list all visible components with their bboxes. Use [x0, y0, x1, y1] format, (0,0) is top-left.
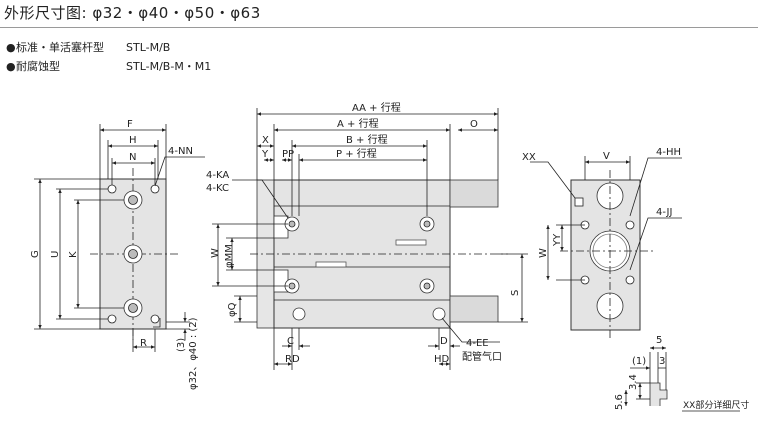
dim-V: V: [603, 151, 610, 162]
dim-4-KC: 4-KC: [206, 183, 229, 194]
port-label: 配管气口: [462, 350, 502, 363]
legend-label: 标准・单活塞杆型: [16, 41, 104, 54]
dim-S: S: [510, 290, 521, 296]
dim-W: W: [210, 248, 221, 258]
dim-R: R: [140, 338, 147, 349]
side-view: [250, 179, 508, 329]
dim-K: K: [68, 251, 79, 258]
dim-MM: φMM: [224, 244, 235, 268]
port-view: [560, 170, 655, 340]
dim-A: A + 行程: [337, 117, 379, 130]
dim-HD: HD: [434, 354, 450, 365]
dim-D: D: [440, 336, 448, 347]
dim-4-NN: 4-NN: [168, 146, 193, 157]
dim-W-right: W: [538, 248, 549, 258]
dim-C: C: [287, 336, 294, 347]
dim-B: B + 行程: [346, 133, 388, 146]
dim-N: N: [129, 152, 136, 163]
dim-X: X: [262, 135, 269, 146]
dim-XX: XX: [522, 152, 536, 163]
dim-3: (3): [176, 338, 187, 352]
dim-4-HH: 4-HH: [656, 147, 681, 158]
dim-P: P + 行程: [336, 147, 377, 160]
legend-item-corrosion: ●耐腐蚀型 STL-M/B-M・M1: [6, 58, 211, 74]
dim-AA: AA + 行程: [352, 101, 401, 114]
bullet: ●: [6, 60, 16, 73]
dim-4-KA: 4-KA: [206, 170, 229, 181]
detail-title: XX部分详细尺寸: [683, 399, 749, 411]
end-view: [90, 168, 178, 340]
legend-label: 耐腐蚀型: [16, 60, 60, 73]
dim-U: U: [50, 251, 61, 258]
title-rule: [0, 27, 758, 28]
dim-YY: YY: [552, 233, 563, 247]
dim-3-detail: 3: [659, 356, 665, 367]
dim-F: F: [127, 119, 133, 130]
detail-xx: [624, 346, 740, 412]
dim-G: G: [30, 250, 41, 258]
dim-Q: φQ: [227, 302, 238, 317]
dim-RD: RD: [285, 354, 300, 365]
dim-1: (1): [632, 356, 646, 367]
dim-4-JJ: 4-JJ: [656, 207, 672, 218]
dim-O: O: [470, 119, 478, 130]
bore-note: φ32、φ40 : (2): [188, 317, 199, 390]
page-title: 外形尺寸图: φ32・φ40・φ50・φ63: [4, 4, 261, 22]
legend-code: STL-M/B-M・M1: [126, 60, 212, 73]
dim-3-4: 3.4: [628, 374, 639, 390]
bullet: ●: [6, 41, 16, 54]
dim-4-EE: 4-EE: [466, 338, 489, 349]
legend-code: STL-M/B: [126, 41, 171, 54]
dim-5: 5: [656, 335, 662, 346]
dim-Y: Y: [261, 149, 269, 160]
dim-PP: PP: [282, 149, 294, 160]
legend-item-standard: ●标准・单活塞杆型 STL-M/B: [6, 39, 170, 55]
dim-5-6: 5.6: [614, 394, 625, 410]
dim-H: H: [129, 135, 137, 146]
